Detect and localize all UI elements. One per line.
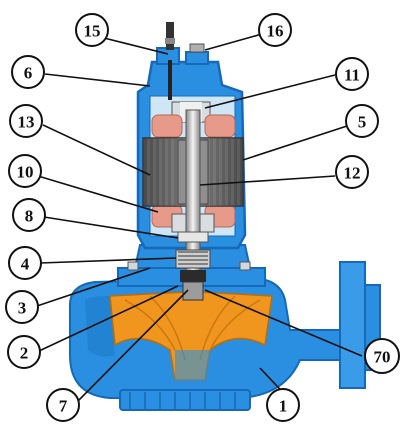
leader-lines bbox=[36, 33, 363, 405]
callout-15: 15 bbox=[75, 13, 109, 47]
callout-11: 11 bbox=[335, 57, 369, 91]
callout-4: 4 bbox=[8, 246, 42, 280]
callout-6: 6 bbox=[11, 55, 45, 89]
callout-70: 70 bbox=[364, 338, 400, 374]
callout-5-label: 5 bbox=[358, 113, 367, 132]
callout-13-label: 13 bbox=[18, 113, 35, 132]
callout-4-label: 4 bbox=[21, 255, 30, 274]
callout-12-label: 12 bbox=[344, 164, 361, 183]
callout-13: 13 bbox=[9, 104, 43, 138]
mechanical-seal bbox=[175, 249, 211, 282]
callout-5: 5 bbox=[345, 104, 379, 138]
callout-2: 2 bbox=[7, 335, 41, 369]
callout-70-label: 70 bbox=[374, 348, 391, 367]
callout-15-label: 15 bbox=[84, 22, 101, 41]
callout-2-label: 2 bbox=[20, 344, 29, 363]
callout-10-label: 10 bbox=[17, 163, 34, 182]
callout-16-label: 16 bbox=[267, 22, 284, 41]
callout-16: 16 bbox=[258, 13, 292, 47]
callout-3: 3 bbox=[5, 290, 39, 324]
callout-3-label: 3 bbox=[18, 299, 27, 318]
callout-12: 12 bbox=[335, 155, 369, 189]
callout-7: 7 bbox=[46, 388, 80, 422]
callout-10: 10 bbox=[8, 154, 42, 188]
callout-1: 1 bbox=[266, 388, 300, 422]
cable-entry bbox=[156, 22, 209, 100]
callout-1-label: 1 bbox=[279, 397, 288, 416]
callout-8: 8 bbox=[12, 198, 46, 232]
stator-windings bbox=[151, 114, 236, 228]
callout-7-label: 7 bbox=[59, 397, 68, 416]
callout-11-label: 11 bbox=[344, 66, 360, 85]
callout-6-label: 6 bbox=[24, 64, 33, 83]
callout-8-label: 8 bbox=[25, 207, 34, 226]
